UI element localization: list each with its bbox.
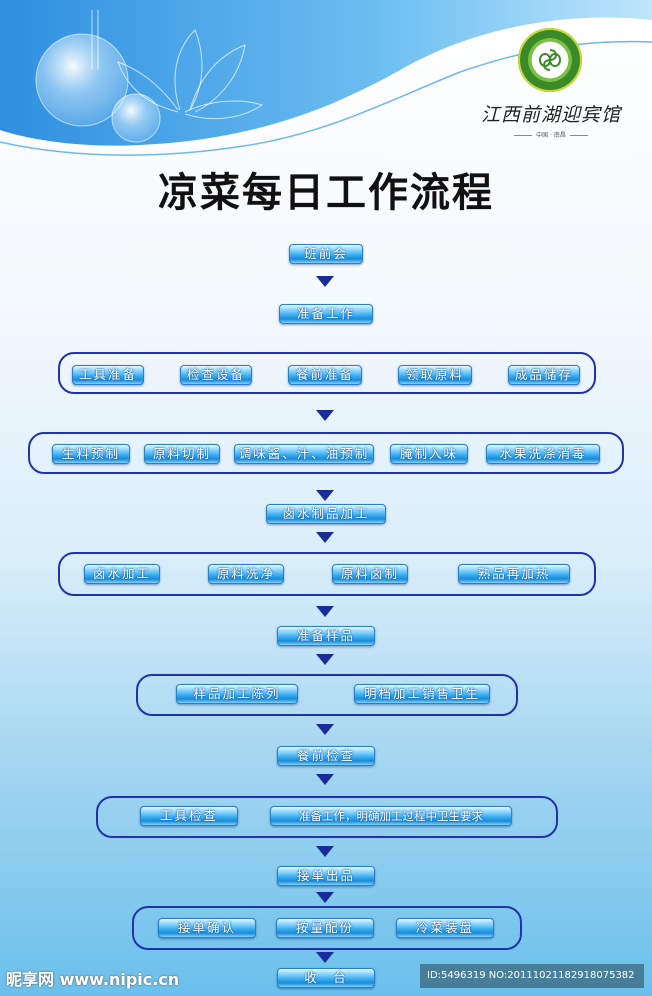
task-portioning: 按量配份 <box>276 918 374 938</box>
flow-arrow <box>316 276 334 287</box>
task-sample-display: 样品加工陈列 <box>176 684 298 704</box>
hotel-location: 中国 · 南昌 <box>506 130 596 139</box>
group-raw-processing <box>28 432 624 474</box>
flow-arrow <box>316 606 334 617</box>
task-cut-materials: 原料切制 <box>144 444 220 464</box>
group-sample-tasks <box>136 674 518 716</box>
task-raw-preprocess: 生料预制 <box>52 444 130 464</box>
task-hygiene-requirements: 准备工作，明确加工过程中卫生要求 <box>270 806 512 826</box>
group-check-tasks <box>96 796 558 838</box>
task-marinate: 腌制入味 <box>390 444 468 464</box>
flow-arrow <box>316 952 334 963</box>
step-preparation: 准备工作 <box>279 304 373 324</box>
image-id-watermark: ID:5496319 NO:20111021182918075382 <box>427 970 635 981</box>
flow-arrow <box>316 774 334 785</box>
group-order-tasks <box>132 906 522 950</box>
task-tool-prep: 工具准备 <box>72 365 144 385</box>
task-wash-materials: 原料洗净 <box>208 564 284 584</box>
flow-arrow <box>316 654 334 665</box>
task-braise-brine: 卤水加工 <box>84 564 160 584</box>
task-reheat-cooked: 熟品再加热 <box>458 564 570 584</box>
hotel-logo <box>518 28 582 92</box>
flow-arrow <box>316 724 334 735</box>
step-pre-shift-meeting: 班前会 <box>289 244 363 264</box>
step-braised-products: 卤水制品加工 <box>266 504 386 524</box>
flow-arrow <box>316 532 334 543</box>
step-pre-meal-check: 餐前检查 <box>277 746 375 766</box>
group-preparation-tasks <box>58 352 596 394</box>
knot-icon <box>538 49 562 71</box>
task-braise-materials: 原料卤制 <box>332 564 408 584</box>
task-pre-meal-prep: 餐前准备 <box>288 365 362 385</box>
group-braise-tasks <box>58 552 596 596</box>
task-plate-cold-dish: 冷菜装盘 <box>396 918 494 938</box>
task-confirm-order: 接单确认 <box>158 918 256 938</box>
task-check-equipment: 检查设备 <box>180 365 252 385</box>
flow-arrow <box>316 846 334 857</box>
task-open-kitchen-hygiene: 明档加工销售卫生 <box>354 684 490 704</box>
flow-arrow <box>316 892 334 903</box>
hotel-name: 江西前湖迎宾馆 <box>480 104 621 126</box>
task-collect-materials: 领取原料 <box>398 365 472 385</box>
watermark-background <box>420 964 644 988</box>
flow-arrow <box>316 490 334 501</box>
step-prepare-samples: 准备样品 <box>277 626 375 646</box>
task-wash-fruit: 水果洗涤消毒 <box>486 444 600 464</box>
page-title: 凉菜每日工作流程 <box>158 170 494 216</box>
task-sauce-prep: 调味酱、汁、油预制 <box>234 444 374 464</box>
flow-arrow <box>316 410 334 421</box>
header-wave <box>0 0 652 156</box>
task-store-products: 成品储存 <box>508 365 580 385</box>
step-order-dispatch: 接单出品 <box>277 866 375 886</box>
site-watermark: 昵享网 www.nipic.cn <box>6 970 180 989</box>
step-clean-station: 收 台 <box>277 968 375 988</box>
task-tool-check: 工具检查 <box>140 806 238 826</box>
